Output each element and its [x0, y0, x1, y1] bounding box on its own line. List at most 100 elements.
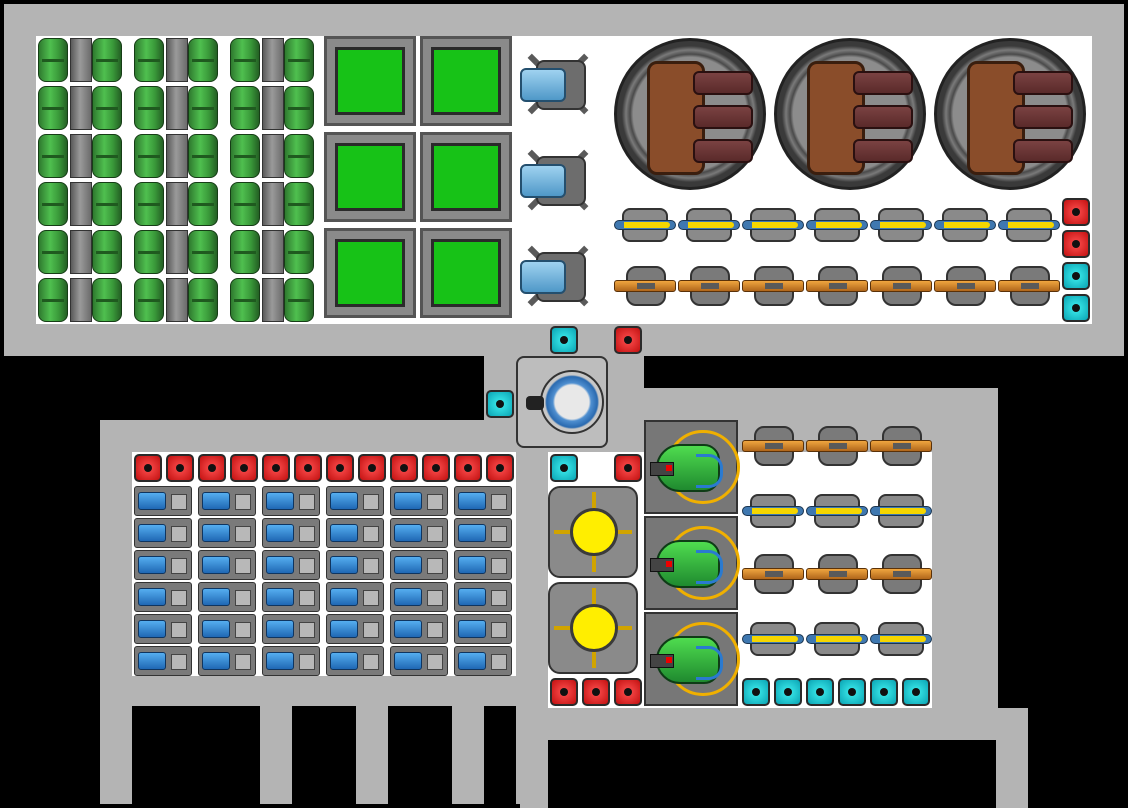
red-node-icon[interactable] [294, 454, 322, 482]
red-node-icon[interactable] [198, 454, 226, 482]
orange-cannon-icon[interactable] [742, 424, 804, 468]
green-storage-tank-icon[interactable] [230, 134, 260, 178]
teal-node-icon[interactable] [806, 678, 834, 706]
blue-battery-icon[interactable] [390, 518, 448, 548]
blue-drill-gun-icon[interactable] [518, 134, 608, 224]
orange-cannon-icon[interactable] [870, 424, 932, 468]
cockpit-bridge-icon[interactable] [516, 356, 608, 448]
green-storage-tank-icon[interactable] [92, 230, 122, 274]
blue-battery-icon[interactable] [198, 518, 256, 548]
orange-cannon-icon[interactable] [614, 264, 676, 308]
blue-battery-icon[interactable] [198, 582, 256, 612]
blue-battery-icon[interactable] [134, 646, 192, 676]
yellow-missile-launcher-icon[interactable] [742, 620, 804, 658]
orange-cannon-icon[interactable] [806, 424, 868, 468]
yellow-missile-launcher-icon[interactable] [742, 492, 804, 530]
green-factory-icon[interactable] [324, 132, 416, 222]
green-storage-tank-icon[interactable] [92, 38, 122, 82]
triple-barrel-turret-icon[interactable] [774, 38, 926, 190]
green-storage-tank-icon[interactable] [188, 182, 218, 226]
green-storage-tank-icon[interactable] [230, 230, 260, 274]
blue-battery-icon[interactable] [134, 550, 192, 580]
green-factory-icon[interactable] [324, 228, 416, 318]
blue-battery-icon[interactable] [390, 614, 448, 644]
green-storage-tank-icon[interactable] [38, 38, 68, 82]
orange-cannon-icon[interactable] [806, 552, 868, 596]
orange-cannon-icon[interactable] [678, 264, 740, 308]
blue-battery-icon[interactable] [326, 550, 384, 580]
teal-node-icon[interactable] [902, 678, 930, 706]
blue-battery-icon[interactable] [198, 614, 256, 644]
green-storage-tank-icon[interactable] [230, 182, 260, 226]
green-storage-tank-icon[interactable] [38, 278, 68, 322]
orange-cannon-icon[interactable] [870, 552, 932, 596]
yellow-reactor-icon[interactable] [548, 582, 638, 674]
yellow-missile-launcher-icon[interactable] [806, 492, 868, 530]
blue-battery-icon[interactable] [262, 486, 320, 516]
triple-barrel-turret-icon[interactable] [934, 38, 1086, 190]
teal-node-icon[interactable] [774, 678, 802, 706]
red-node-icon[interactable] [358, 454, 386, 482]
green-storage-tank-icon[interactable] [188, 38, 218, 82]
teal-node-icon[interactable] [1062, 262, 1090, 290]
red-node-icon[interactable] [422, 454, 450, 482]
yellow-reactor-icon[interactable] [548, 486, 638, 578]
green-factory-icon[interactable] [420, 228, 512, 318]
green-storage-tank-icon[interactable] [284, 278, 314, 322]
green-storage-tank-icon[interactable] [230, 86, 260, 130]
red-node-icon[interactable] [614, 454, 642, 482]
blue-battery-icon[interactable] [198, 486, 256, 516]
blue-drill-gun-icon[interactable] [518, 38, 608, 128]
blue-battery-icon[interactable] [390, 646, 448, 676]
blue-battery-icon[interactable] [390, 550, 448, 580]
red-node-icon[interactable] [454, 454, 482, 482]
green-factory-icon[interactable] [324, 36, 416, 126]
yellow-missile-launcher-icon[interactable] [614, 206, 676, 244]
green-storage-tank-icon[interactable] [92, 86, 122, 130]
blue-battery-icon[interactable] [326, 486, 384, 516]
green-storage-tank-icon[interactable] [92, 278, 122, 322]
green-storage-tank-icon[interactable] [134, 86, 164, 130]
blue-battery-icon[interactable] [390, 486, 448, 516]
green-storage-tank-icon[interactable] [134, 38, 164, 82]
blue-battery-icon[interactable] [454, 550, 512, 580]
blue-battery-icon[interactable] [326, 518, 384, 548]
blue-battery-icon[interactable] [134, 518, 192, 548]
green-storage-tank-icon[interactable] [284, 86, 314, 130]
blue-battery-icon[interactable] [198, 550, 256, 580]
blue-battery-icon[interactable] [134, 582, 192, 612]
blue-battery-icon[interactable] [326, 582, 384, 612]
red-node-icon[interactable] [582, 678, 610, 706]
teal-node-icon[interactable] [1062, 294, 1090, 322]
triple-barrel-turret-icon[interactable] [614, 38, 766, 190]
red-node-icon[interactable] [326, 454, 354, 482]
blue-battery-icon[interactable] [262, 614, 320, 644]
yellow-missile-launcher-icon[interactable] [934, 206, 996, 244]
green-storage-tank-icon[interactable] [134, 182, 164, 226]
yellow-missile-launcher-icon[interactable] [870, 492, 932, 530]
green-storage-tank-icon[interactable] [188, 86, 218, 130]
blue-battery-icon[interactable] [326, 614, 384, 644]
yellow-missile-launcher-icon[interactable] [998, 206, 1060, 244]
green-storage-tank-icon[interactable] [230, 278, 260, 322]
red-node-icon[interactable] [550, 678, 578, 706]
red-node-icon[interactable] [390, 454, 418, 482]
green-thruster-engine-icon[interactable] [644, 420, 740, 514]
yellow-missile-launcher-icon[interactable] [806, 206, 868, 244]
yellow-missile-launcher-icon[interactable] [870, 206, 932, 244]
red-node-icon[interactable] [1062, 198, 1090, 226]
green-storage-tank-icon[interactable] [134, 230, 164, 274]
blue-battery-icon[interactable] [454, 518, 512, 548]
orange-cannon-icon[interactable] [806, 264, 868, 308]
blue-battery-icon[interactable] [262, 582, 320, 612]
red-node-icon[interactable] [262, 454, 290, 482]
green-storage-tank-icon[interactable] [38, 86, 68, 130]
green-storage-tank-icon[interactable] [38, 134, 68, 178]
blue-battery-icon[interactable] [454, 646, 512, 676]
blue-battery-icon[interactable] [454, 582, 512, 612]
green-factory-icon[interactable] [420, 132, 512, 222]
yellow-missile-launcher-icon[interactable] [870, 620, 932, 658]
yellow-missile-launcher-icon[interactable] [742, 206, 804, 244]
green-storage-tank-icon[interactable] [284, 134, 314, 178]
red-node-icon[interactable] [166, 454, 194, 482]
